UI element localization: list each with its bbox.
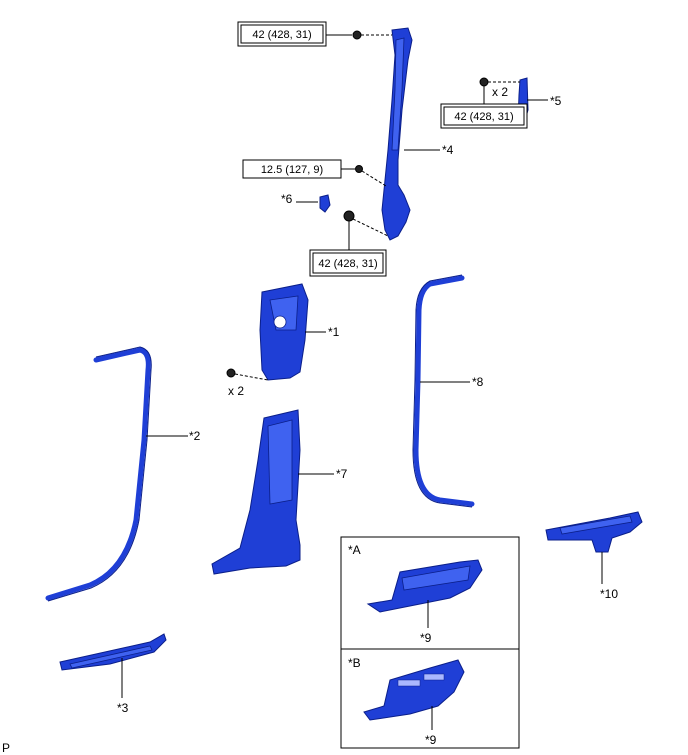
quantity-label-1: x 2 [492,85,508,99]
torque-spec-bracket: 42 (428, 31) [454,111,513,123]
variant-label-a: *A [348,543,361,557]
corner-mark: P [2,741,10,755]
variant-inset-frame [340,536,520,749]
part-label-10: *10 [600,587,618,601]
small-clip-part [319,194,331,213]
clip-icon-pillar [226,368,236,378]
bolt-icon-top [352,30,362,40]
torque-spec-lower: 42 (428, 31) [318,258,377,270]
torque-spec-box-lower: 42 (428, 31) [309,249,387,277]
torque-spec-box-mid: 12.5 (127, 9) [242,159,342,179]
scuff-plate-variant-b [363,659,465,721]
part-label-7: *7 [336,467,348,481]
torque-spec-box-top: 42 (428, 31) [237,21,327,47]
part-label-3: *3 [117,701,129,715]
door-opening-trim-weatherstrip-rear [413,275,475,507]
part-label-5: *5 [550,94,562,108]
door-opening-trim-weatherstrip-front [45,347,151,601]
part-label-2: *2 [189,429,201,443]
part-label-9b: *9 [425,733,437,747]
part-label-6: *6 [281,192,293,206]
part-label-4: *4 [442,143,454,157]
variant-label-b: *B [348,656,361,670]
torque-spec-top: 42 (428, 31) [252,29,311,41]
torque-spec-box-bracket: 42 (428, 31) [440,103,528,129]
bolt-icon-lower [343,210,355,222]
part-label-1: *1 [328,325,340,339]
bolt-icon-mid [355,165,363,173]
torque-spec-mid: 12.5 (127, 9) [261,164,323,176]
bolt-icon-bracket [479,77,489,87]
part-label-8: *8 [472,375,484,389]
part-label-9a: *9 [420,631,432,645]
quantity-label-2: x 2 [228,384,244,398]
